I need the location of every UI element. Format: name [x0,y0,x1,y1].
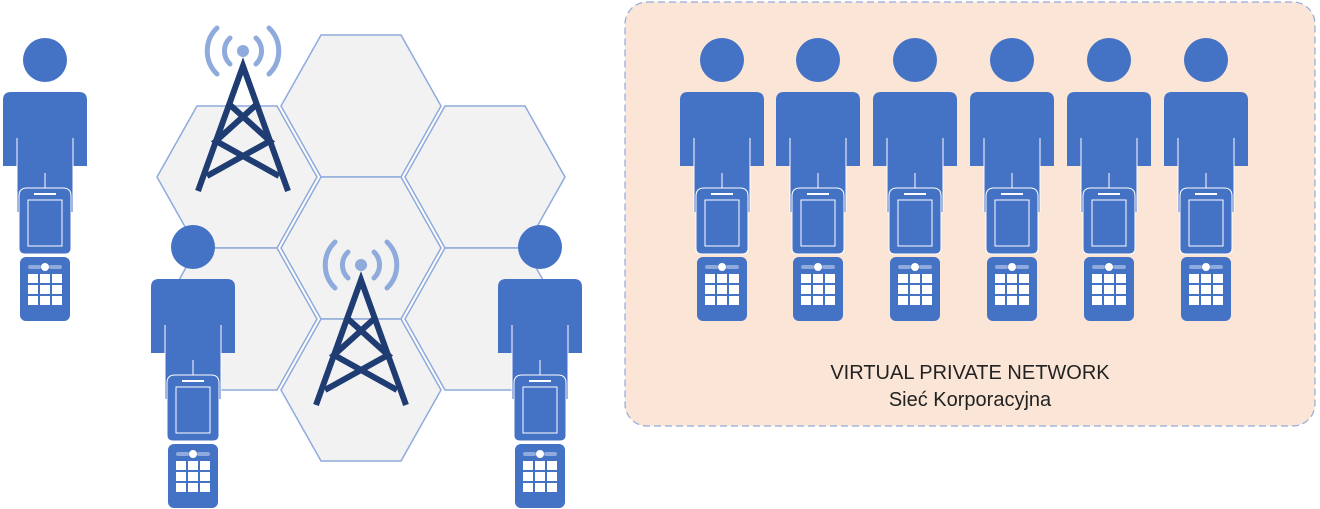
cell-hexagon [280,318,442,462]
vpn-title: VIRTUAL PRIVATE NETWORK [830,362,1110,384]
vpn-subtitle: Sieć Korporacyjna [888,389,1052,411]
person-with-phone [2,37,88,322]
